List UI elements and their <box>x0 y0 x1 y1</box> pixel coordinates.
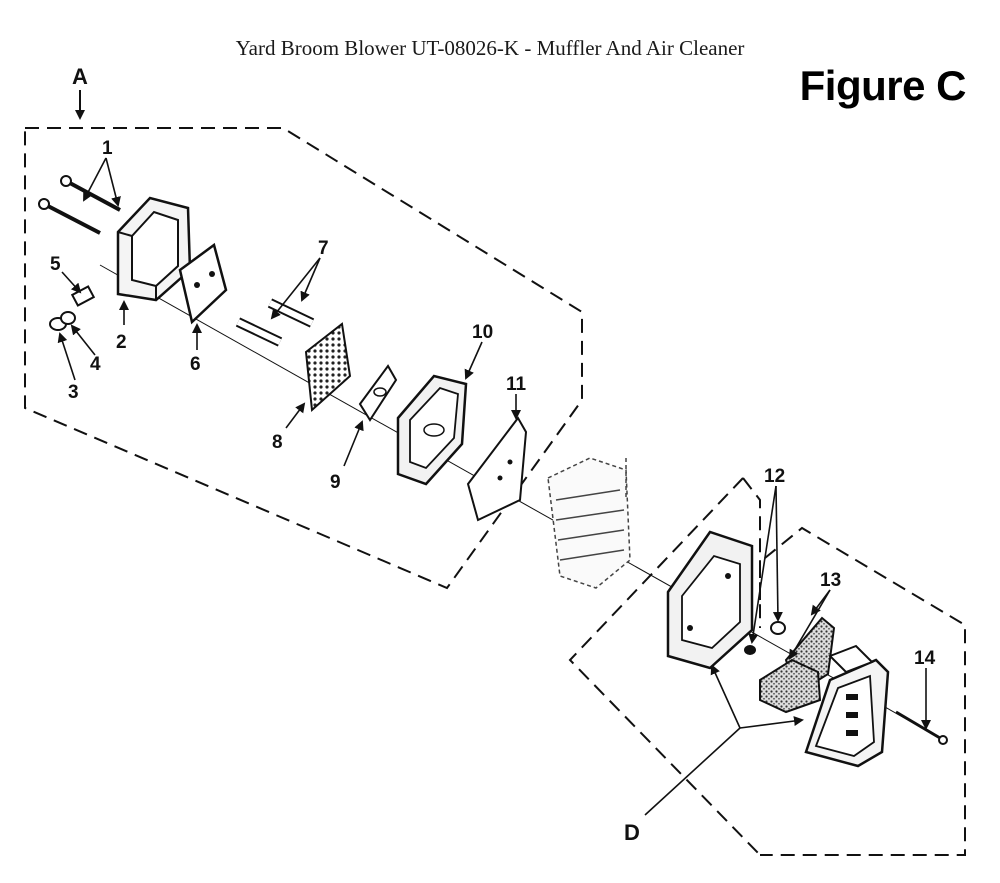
group-label-d: D <box>624 820 640 845</box>
callout-5: 5 <box>50 254 61 275</box>
group-d-outline-right <box>759 526 966 856</box>
page-title: Yard Broom Blower UT-08026-K - Muffler A… <box>235 36 745 60</box>
callout-1: 1 <box>102 138 113 159</box>
group-a-outline <box>24 127 583 590</box>
callout-11: 11 <box>506 374 527 395</box>
group-label-a: A <box>72 64 88 89</box>
air-cleaner-base <box>666 530 754 670</box>
callout-3: 3 <box>68 382 79 403</box>
screws-part-1 <box>38 175 121 235</box>
callout-13: 13 <box>820 570 841 591</box>
callout-leaders <box>57 157 931 730</box>
callout-8: 8 <box>272 432 283 453</box>
washers-part-12 <box>744 621 786 655</box>
screen-part-8 <box>304 322 352 413</box>
baffle-part-9 <box>358 364 398 422</box>
spacers-part-7 <box>235 298 315 347</box>
muffler-body-part-10 <box>396 374 468 486</box>
callout-14: 14 <box>914 648 936 669</box>
screw-part-14 <box>895 710 948 745</box>
callout-7: 7 <box>318 238 329 259</box>
callout-10: 10 <box>472 322 493 343</box>
figure-label: Figure C <box>799 62 967 109</box>
group-d-leader-right <box>739 716 804 729</box>
small-parts-3-4-5 <box>49 285 96 331</box>
callout-6: 6 <box>190 354 201 375</box>
engine-cylinder-ghost <box>547 457 631 589</box>
foam-filters-part-13 <box>759 616 836 714</box>
callout-9: 9 <box>330 472 341 493</box>
air-cleaner-cover <box>804 644 890 768</box>
muffler-cover-part-2 <box>116 196 192 302</box>
gasket-part-11 <box>466 416 528 522</box>
plate-part-6 <box>178 242 228 325</box>
callout-4: 4 <box>90 354 101 375</box>
group-d-outline-left <box>568 477 761 856</box>
callout-2: 2 <box>116 332 127 353</box>
group-d-leader <box>644 727 741 816</box>
callout-12: 12 <box>764 466 785 487</box>
group-d-leader-left <box>710 664 741 729</box>
